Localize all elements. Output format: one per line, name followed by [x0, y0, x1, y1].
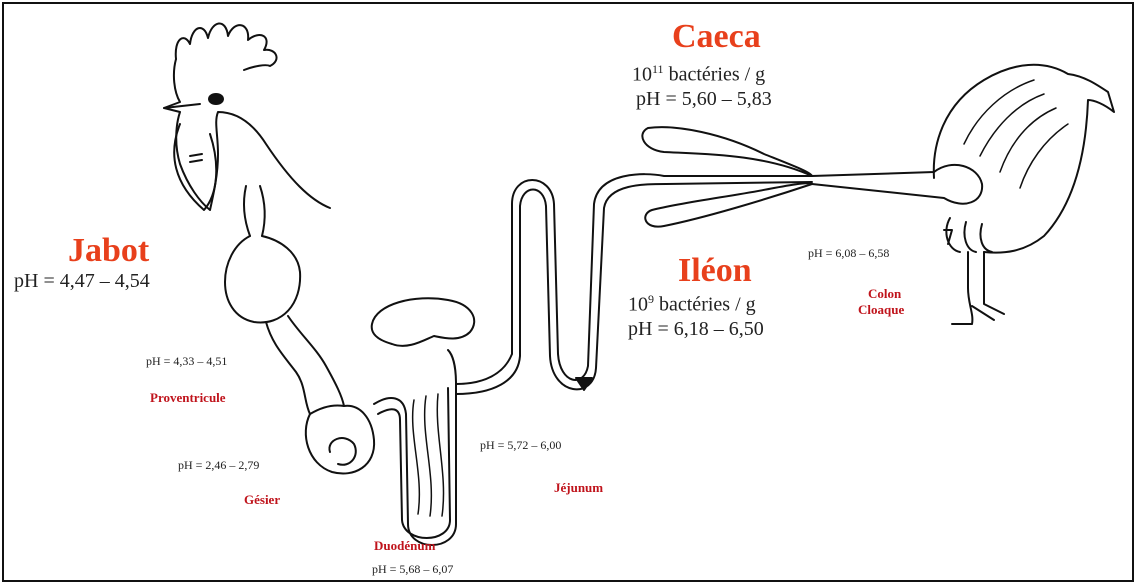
ileon-ph: pH = 6,18 – 6,50	[628, 318, 764, 341]
head-outline	[164, 59, 330, 210]
colon-label: Colon	[868, 286, 901, 302]
ileon-bacteria-base: 10	[628, 294, 648, 316]
pancreas	[372, 298, 475, 346]
jabot-ph: pH = 4,47 – 4,54	[14, 270, 150, 293]
jejunum-inner	[456, 182, 812, 394]
duodenum-inner	[378, 388, 450, 538]
ileon-bacteria-unit: bactéries / g	[654, 294, 756, 316]
jejunum-ph: pH = 5,72 – 6,00	[480, 438, 561, 453]
gizzard	[306, 405, 374, 473]
jabot-title: Jabot	[68, 232, 149, 270]
leg	[952, 252, 1004, 324]
crop	[225, 236, 300, 322]
caeca-bacteria-base: 10	[632, 64, 652, 86]
caeca-title: Caeca	[672, 18, 761, 56]
jejunum-label: Jéjunum	[554, 480, 603, 496]
gesier-ph: pH = 2,46 – 2,79	[178, 458, 259, 473]
caeca-ph: pH = 5,60 – 5,83	[636, 88, 772, 111]
caeca-lower	[645, 183, 812, 226]
tail-feathers	[934, 65, 1114, 253]
gizzard-core	[329, 438, 355, 465]
caeca-upper	[642, 127, 812, 176]
caeca-bacteria: 1011 bactéries / g	[632, 62, 765, 87]
cloaque-label: Cloaque	[858, 302, 904, 318]
duodenum-label: Duodénum	[374, 538, 435, 554]
ileon-title: Iléon	[678, 252, 752, 290]
comb-outline	[176, 23, 277, 70]
colon-ph: pH = 6,08 – 6,58	[808, 246, 889, 261]
feet	[944, 218, 992, 252]
proventriculus-inner	[288, 316, 344, 406]
colon-upper	[812, 165, 982, 204]
eye	[209, 94, 223, 104]
ear-marks	[190, 154, 202, 162]
caeca-bacteria-exp: 11	[652, 62, 664, 76]
ileon-bacteria: 109 bactéries / g	[628, 292, 756, 317]
duodenum-folds	[413, 394, 444, 516]
esophagus	[244, 186, 250, 236]
esophagus-inner	[260, 186, 265, 236]
tail-lines	[964, 80, 1068, 188]
gesier-label: Gésier	[244, 492, 280, 508]
proventricule-ph: pH = 4,33 – 4,51	[146, 354, 227, 369]
duodenum-ph: pH = 5,68 – 6,07	[372, 562, 453, 577]
jejunum-outer	[456, 174, 812, 384]
caeca-bacteria-unit: bactéries / g	[664, 64, 766, 86]
proventricule-label: Proventricule	[150, 390, 226, 406]
